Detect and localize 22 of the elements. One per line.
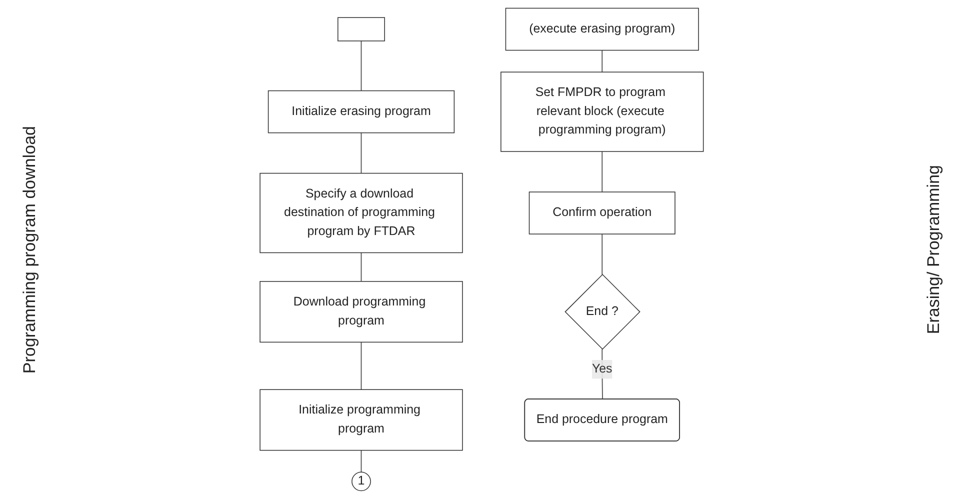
edge-label: Yes <box>592 362 613 376</box>
node-box: Set FMPDR to program relevant block (execute programming program) <box>500 72 704 152</box>
connector <box>602 348 604 400</box>
node-box: (execute erasing program) <box>506 8 700 51</box>
connector <box>361 342 362 390</box>
node-box: Initialize programming program <box>260 389 464 451</box>
connector <box>602 151 603 192</box>
node-circle: 1 <box>352 472 372 492</box>
connector <box>361 450 362 473</box>
phase-label: Programming program download <box>20 126 40 374</box>
node-box <box>338 17 386 42</box>
node-diamond: End ? <box>564 274 641 350</box>
connector <box>361 252 362 282</box>
node-box: Specify a download destination of programming program by FTDAR <box>260 172 464 254</box>
connector <box>602 234 603 275</box>
connector <box>602 50 603 73</box>
node-box: Download programming program <box>260 281 464 343</box>
connector <box>361 132 362 174</box>
node-box: Initialize erasing program <box>268 90 455 134</box>
connector <box>361 40 362 92</box>
phase-label: Erasing/ Programming <box>924 164 944 334</box>
node-box: Confirm operation <box>529 192 676 234</box>
